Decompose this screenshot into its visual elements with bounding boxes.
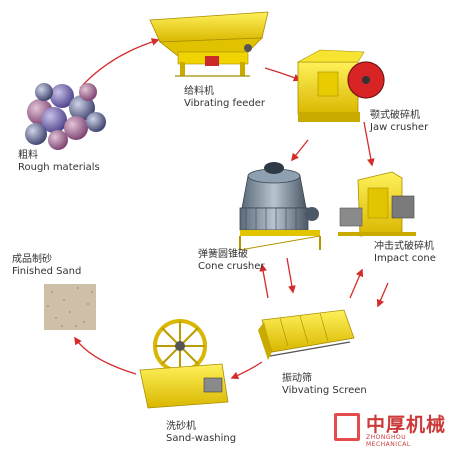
vibrating-feeder-machine	[149, 11, 269, 77]
cone-crusher-machine	[239, 162, 321, 251]
label-feeder-en: Vibrating feeder	[184, 98, 265, 109]
label-screen-cn: 振动筛	[282, 373, 312, 384]
label-vibrating-feeder: 给料机 Vibrating feeder	[184, 86, 265, 110]
arrow-screen-to-cone	[259, 263, 269, 299]
label-rough-materials: 粗料 Rough materials	[18, 150, 100, 174]
label-sand-cn: 成品制砂	[12, 254, 52, 265]
label-sand-washing: 洗砂机 Sand-washing	[166, 421, 236, 445]
logo-text-en: ZHONGHOU MECHANICAL	[366, 434, 411, 448]
impact-crusher-machine	[338, 171, 416, 237]
label-cone-en: Cone crusher	[198, 261, 265, 272]
label-rough-en: Rough materials	[18, 162, 100, 173]
label-impact-en: Impact cone	[374, 253, 436, 264]
label-washing-en: Sand-washing	[166, 433, 237, 444]
arrow-screen-to-impact	[349, 268, 364, 299]
arrow-screen-to-washing	[230, 361, 263, 380]
sand-washing-machine	[139, 319, 229, 409]
label-cone-crusher: 弹簧圆锥破 Cone crusher	[198, 249, 265, 273]
logo-text-cn: 中厚机械	[366, 414, 447, 436]
jaw-crusher-machine	[297, 49, 385, 122]
rough-materials-image	[25, 83, 106, 150]
label-impact-crusher: 冲击式破碎机 Impact cone	[374, 241, 436, 265]
label-washing-cn: 洗砂机	[166, 421, 196, 432]
arrow-jaw-to-impact	[363, 121, 375, 167]
label-jaw-en: Jaw crusher	[370, 122, 429, 133]
finished-sand-image	[44, 284, 96, 330]
label-cone-cn: 弹簧圆锥破	[198, 249, 248, 260]
label-sand-en: Finished Sand	[12, 266, 82, 277]
company-logo: 中厚机械 ZHONGHOU MECHANICAL	[334, 410, 447, 448]
label-impact-cn: 冲击式破碎机	[374, 241, 434, 252]
arrow-rough-to-feeder	[79, 38, 160, 89]
label-feeder-cn: 给料机	[184, 86, 214, 97]
label-vibrating-screen: 振动筛 Vibvating Screen	[282, 373, 367, 397]
arrow-impact-to-screen	[376, 282, 389, 308]
flow-arrows	[74, 38, 389, 380]
arrow-cone-to-screen	[286, 257, 296, 294]
label-jaw-cn: 颚式破碎机	[370, 110, 420, 121]
label-screen-en: Vibvating Screen	[282, 385, 367, 396]
vibrating-screen-machine	[258, 309, 355, 360]
arrow-feeder-to-jaw	[264, 67, 302, 82]
arrow-washing-to-sand	[74, 336, 137, 375]
label-finished-sand: 成品制砂 Finished Sand	[12, 254, 81, 278]
arrow-jaw-to-cone	[291, 139, 309, 162]
label-rough-cn: 粗料	[18, 150, 38, 161]
logo-mark-icon	[334, 413, 360, 441]
label-jaw-crusher: 颚式破碎机 Jaw crusher	[370, 110, 428, 134]
